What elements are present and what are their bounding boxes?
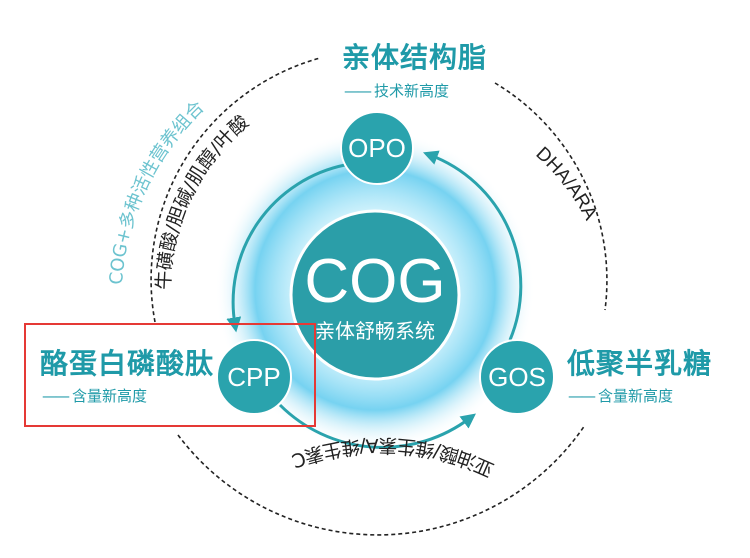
dashed-orbit-bottom [177, 424, 586, 536]
opo-subtitle: ——技术新高度 [344, 80, 449, 101]
dashed-orbit-right [494, 82, 608, 311]
center-subtitle: 亲体舒畅系统 [315, 319, 435, 343]
cpp-highlight-box [24, 323, 316, 427]
opo-subtitle-text: 技术新高度 [374, 82, 450, 100]
cycle-arrow-gos-to-opo [422, 150, 523, 341]
bottom-arc-label: 亚油酸/维生素A/维生素C [289, 434, 497, 481]
gos-badge-label: GOS [488, 362, 546, 392]
gos-title: 低聚半乳糖 [567, 347, 713, 380]
cycle-arrow-opo-to-cpp [226, 163, 346, 333]
dashed-orbit-top [150, 57, 321, 323]
cpp-badge-label: CPP [227, 362, 280, 392]
gos-subtitle-dash: —— [568, 387, 596, 405]
opo-badge-circle [340, 111, 414, 185]
opo-title: 亲体结构脂 [342, 41, 488, 74]
cycle-arrow-cpp-to-gos [278, 403, 476, 449]
center-title: COG [304, 247, 445, 316]
gos-badge-circle [479, 339, 555, 415]
center-circle [289, 209, 461, 381]
cpp-title: 酪蛋白磷酸肽 [40, 347, 215, 380]
cpp-subtitle-dash: —— [42, 387, 70, 405]
opo-badge-label: OPO [348, 133, 406, 163]
cpp-subtitle-text: 含量新高度 [72, 387, 148, 405]
gos-subtitle-text: 含量新高度 [598, 387, 674, 405]
gos-subtitle: ——含量新高度 [568, 385, 673, 406]
cpp-badge-circle [216, 339, 292, 415]
cpp-subtitle: ——含量新高度 [42, 385, 147, 406]
right-arc-label: DHA/ARA [532, 143, 601, 224]
opo-subtitle-dash: —— [344, 82, 372, 100]
